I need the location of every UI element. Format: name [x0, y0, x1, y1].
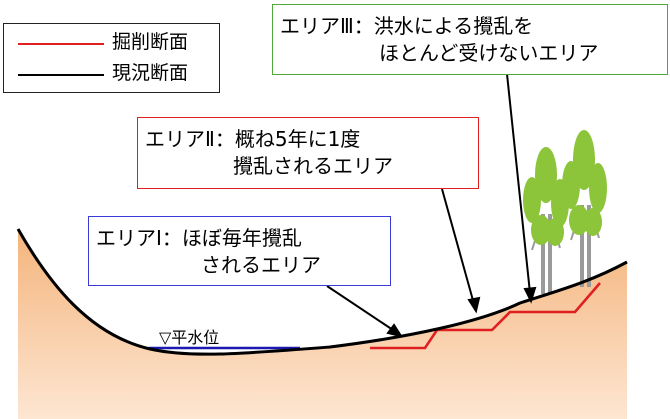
ground-fill	[18, 229, 627, 419]
current-section-line	[16, 228, 628, 356]
area-2-line1: エリアⅡ：概ね5年に1度	[145, 127, 361, 151]
water-level-label: ▽平水位	[159, 328, 220, 347]
legend-label-excavated: 掘削断面	[112, 31, 189, 53]
excavated-swatch	[18, 43, 104, 45]
area-1-line2: されるエリア	[201, 253, 321, 277]
current-swatch	[18, 74, 104, 76]
excavated-section-line	[370, 282, 601, 350]
leader-line-area1	[326, 285, 397, 333]
leader-arrow-area2	[467, 296, 481, 314]
leader-arrow-area1	[386, 323, 404, 338]
area-3-line2: ほとんど受けないエリア	[379, 41, 599, 65]
area-1-line1: エリアⅠ：ほぼ毎年攪乱	[96, 226, 302, 250]
leader-arrow-area3	[523, 286, 537, 304]
area-2-callout: エリアⅡ：概ね5年に1度 攪乱されるエリア	[137, 117, 479, 189]
area-3-line1: エリアⅢ：洪水による攪乱を	[280, 14, 534, 38]
area-2-line2: 攪乱されるエリア	[233, 154, 393, 178]
legend: 掘削断面 現況断面	[3, 23, 220, 93]
legend-label-current: 現況断面	[112, 62, 189, 84]
leader-line-area3	[506, 73, 531, 294]
leader-line-area2	[441, 188, 475, 305]
area-1-callout: エリアⅠ：ほぼ毎年攪乱 されるエリア	[88, 216, 391, 286]
tree-right	[562, 130, 607, 287]
tree-left	[523, 147, 569, 294]
area-3-callout: エリアⅢ：洪水による攪乱を ほとんど受けないエリア	[272, 4, 668, 75]
